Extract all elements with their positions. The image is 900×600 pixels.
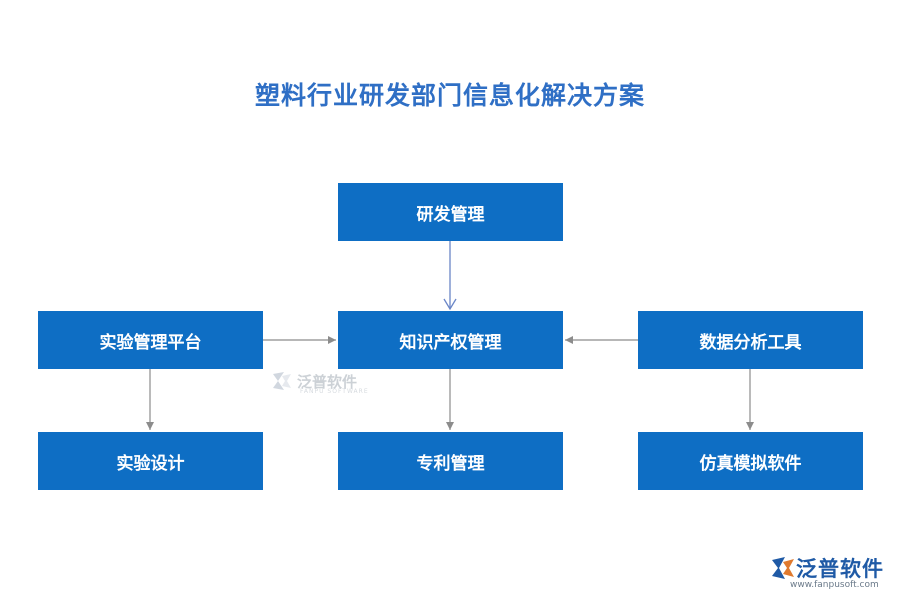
node-simulation-software: 仿真模拟软件 — [638, 432, 863, 490]
node-label: 实验管理平台 — [99, 332, 202, 353]
arrowhead-rd-to-ip — [443, 298, 457, 311]
node-patent-management: 专利管理 — [338, 432, 563, 490]
node-label: 知识产权管理 — [399, 332, 502, 353]
node-ip-management: 知识产权管理 — [338, 311, 563, 369]
brand-name: 泛普软件 — [796, 557, 884, 581]
node-rd-management: 研发管理 — [338, 183, 563, 241]
node-label: 研发管理 — [416, 204, 485, 225]
node-data-analysis-tools: 数据分析工具 — [638, 311, 863, 369]
watermark-subtitle: FANPU SOFTWARE — [300, 388, 369, 395]
node-label: 专利管理 — [416, 453, 485, 474]
diagram-title: 塑料行业研发部门信息化解决方案 — [254, 81, 645, 110]
node-experiment-design: 实验设计 — [38, 432, 263, 490]
watermark: 泛普软件 FANPU SOFTWARE — [270, 370, 368, 395]
brand-url: www.fanpusoft.com — [790, 580, 879, 590]
brand-logo: 泛普软件 www.fanpusoft.com — [768, 553, 893, 593]
watermark-name: 泛普软件 — [297, 372, 358, 391]
node-label: 实验设计 — [116, 453, 185, 474]
node-label: 数据分析工具 — [699, 332, 802, 353]
fanpu-logo-icon — [273, 372, 291, 390]
fanpu-brand-icon — [772, 557, 794, 579]
node-label: 仿真模拟软件 — [699, 453, 802, 474]
node-experiment-platform: 实验管理平台 — [38, 311, 263, 369]
